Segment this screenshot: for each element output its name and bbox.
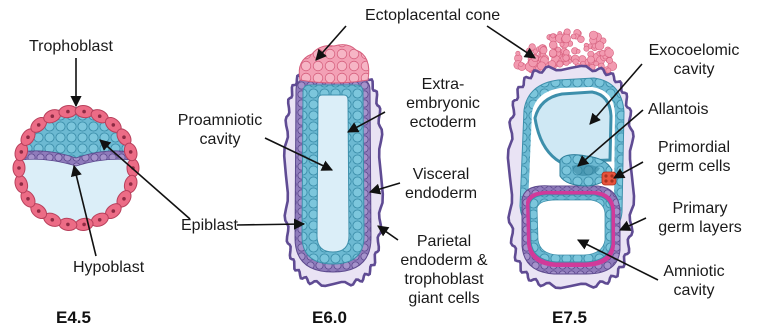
e75-primordial-germ-cells <box>602 172 616 185</box>
cone-cell <box>576 49 580 53</box>
cone-cell <box>571 34 576 39</box>
label-parietal-endoderm: Parietal endoderm & trophoblast giant ce… <box>396 232 492 308</box>
label-primordial-germ-cells: Primordial germ cells <box>646 138 742 176</box>
trophoblast-nucleus <box>82 223 86 227</box>
stage-label-e45: E4.5 <box>56 308 91 328</box>
cone-cell <box>557 61 563 67</box>
cone-cell <box>587 56 594 63</box>
trophoblast-nucleus <box>37 123 41 127</box>
stage-label-e60: E6.0 <box>312 308 347 328</box>
trophoblast-nucleus <box>98 218 102 222</box>
cone-cell <box>516 51 520 55</box>
trophoblast-nucleus <box>37 209 41 213</box>
arrow-cone-e75 <box>487 26 535 58</box>
label-epiblast: Epiblast <box>181 216 238 235</box>
cone-cell <box>549 49 557 57</box>
label-ectoplacental-cone: Ectoplacental cone <box>365 6 500 25</box>
e60-embryo <box>284 45 383 286</box>
e75-amniotic-cavity <box>537 200 605 255</box>
e60-ectoplacental-cone <box>299 45 369 83</box>
label-allantois: Allantois <box>648 100 708 119</box>
cone-cell <box>551 34 555 38</box>
cone-cell <box>529 44 536 51</box>
trophoblast-nucleus <box>20 150 24 154</box>
trophoblast-nucleus <box>112 209 116 213</box>
cone-cell <box>563 55 569 61</box>
cone-cell <box>595 42 604 51</box>
trophoblast-nucleus <box>66 110 70 114</box>
e75-embryo <box>508 29 634 288</box>
trophoblast-nucleus <box>66 223 70 227</box>
cone-cell <box>562 34 571 43</box>
cone-cell <box>589 31 597 39</box>
trophoblast-nucleus <box>122 135 126 139</box>
cone-cell <box>573 59 579 65</box>
trophoblast-nucleus <box>98 114 102 118</box>
cone-cell <box>584 46 589 51</box>
trophoblast-nucleus <box>26 135 30 139</box>
label-amniotic-cavity: Amniotic cavity <box>654 262 734 300</box>
label-extra-embryonic-ectoderm: Extra- embryonic ectoderm <box>395 75 491 132</box>
arrow-epiblast-e60 <box>237 224 304 225</box>
label-primary-germ-layers: Primary germ layers <box>648 199 752 237</box>
e75-exocoelomic-cavity <box>535 92 611 162</box>
trophoblast-nucleus <box>51 114 55 118</box>
cone-cell <box>607 57 613 63</box>
e45-embryo <box>13 104 139 231</box>
trophoblast-nucleus <box>129 182 133 186</box>
trophoblast-nucleus <box>129 150 133 154</box>
trophoblast-nucleus <box>51 218 55 222</box>
cone-cell <box>578 36 585 43</box>
cone-cell <box>540 47 547 54</box>
cone-cell <box>605 49 614 58</box>
trophoblast-nucleus <box>112 123 116 127</box>
cone-cell <box>549 41 557 49</box>
e60-proamniotic-cavity <box>317 95 349 252</box>
label-proamniotic-cavity: Proamniotic cavity <box>172 111 268 149</box>
trophoblast-nucleus <box>122 197 126 201</box>
label-hypoblast: Hypoblast <box>73 258 144 277</box>
cone-cell <box>560 42 564 46</box>
trophoblast-nucleus <box>26 197 30 201</box>
trophoblast-nucleus <box>20 182 24 186</box>
label-visceral-endoderm: Visceral endoderm <box>398 165 484 203</box>
cone-cell <box>519 62 524 67</box>
trophoblast-nucleus <box>82 110 86 114</box>
label-trophoblast: Trophoblast <box>29 37 113 56</box>
e45-epiblast <box>22 107 130 158</box>
stage-label-e75: E7.5 <box>552 308 587 328</box>
label-exocoelomic-cavity: Exocoelomic cavity <box>644 41 744 79</box>
trophoblast-nucleus <box>17 166 21 170</box>
